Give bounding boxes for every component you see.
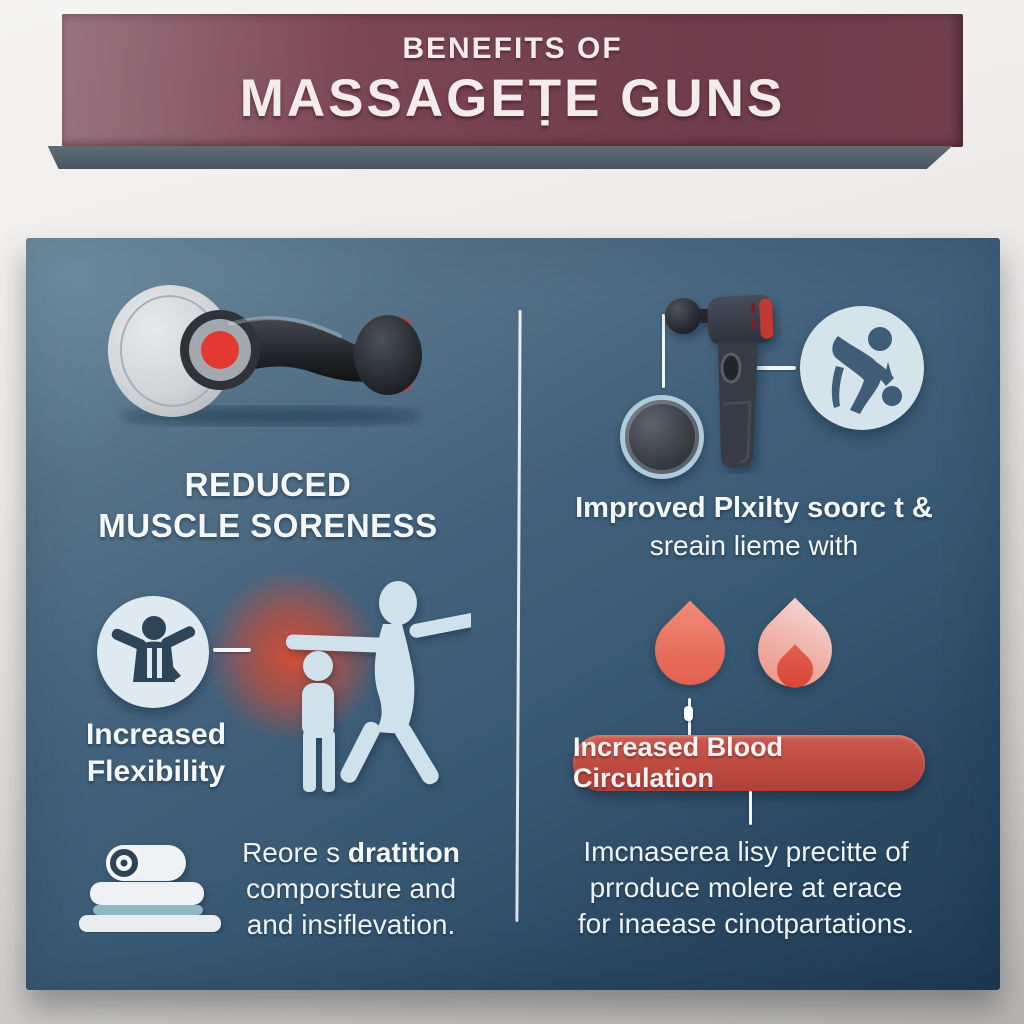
left-paragraph-line3: and insiflevation. [246,909,456,940]
left-paragraph-line2: comporsture and [245,873,457,904]
flexibility-badge [97,596,209,708]
blood-drop-icon [640,600,740,700]
flexibility-label-line2: Flexibility [86,755,226,788]
connector-horizontal [744,366,796,370]
banner-shadow [47,146,953,169]
flame-inner [769,644,821,696]
banner-subtitle: BENEFITS OF [402,32,623,65]
left-heading-line2: MUSCLE SORENESS [98,507,438,544]
left-paragraph: Reore s dratition comporsture and and in… [196,835,506,943]
main-panel: REDUCED MUSCLE SORENESS [26,238,1000,990]
flexibility-label-line1: Increased [85,718,227,751]
sports-figure-icon [831,327,902,414]
pill-connector [749,791,752,825]
right-paragraph-line1: Imcnaserea lisy precitte of [583,836,909,867]
column-divider [515,309,522,923]
flexibility-person-icon [111,616,196,682]
right-paragraph-line3: for inaease cinotpartations. [577,908,915,939]
pill-label: Increased Blood Circulation [573,732,784,793]
right-heading: Improved Plxilty soorc t & sreain lieme … [554,490,954,564]
flexibility-label: Increased Flexibility [46,716,266,790]
left-paragraph-line1-regular: Reore s [242,837,348,868]
banner-title: MASSAGEṬE GUNS [239,69,786,128]
left-paragraph-line1-bold: dratition [347,837,460,868]
left-heading-line1: REDUCED [184,466,352,503]
ball-attachment-icon [620,395,704,479]
towel-stack-icon [79,845,221,932]
soreness-glow [206,568,381,743]
title-banner: BENEFITS OF MASSAGEṬE GUNS [62,14,963,147]
right-paragraph: Imcnaserea lisy precitte of prroduce mol… [546,834,946,942]
drop-connector-bead [684,706,693,721]
blood-circulation-pill: Increased Blood Circulation [573,732,925,793]
sports-badge [800,306,924,430]
massage-gun-vertical-icon [665,294,775,468]
left-heading: REDUCED MUSCLE SORENESS [68,464,468,546]
right-heading-line2: sreain lieme with [649,530,859,561]
stretching-figures-icon [285,581,471,792]
left-paragraph-line1: Reore s dratition [196,835,506,871]
massage-gun-horizontal-icon [107,285,422,425]
flame-drop-icon [742,597,848,703]
right-paragraph-line2: prroduce molere at erace [589,872,903,903]
connector-dash [213,648,251,652]
connector-vertical [662,314,665,388]
right-heading-line1: Improved Plxilty soorc t & [575,492,933,524]
